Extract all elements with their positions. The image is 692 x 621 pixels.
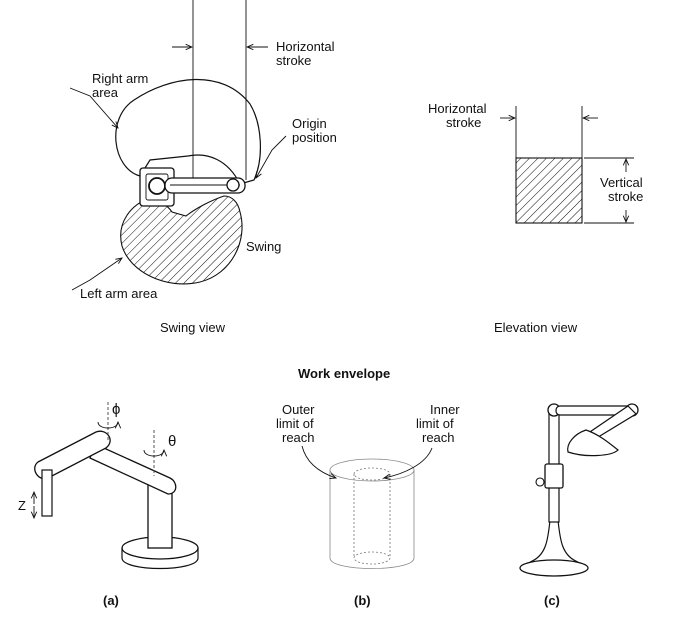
outer-cylinder-top <box>329 458 415 482</box>
h-stroke-label-line1: Horizontal <box>276 39 335 54</box>
swing-view-caption: Swing view <box>160 320 226 335</box>
robot-a-base-side <box>121 548 199 570</box>
elevation-view: Horizontal stroke Vertical stroke Elevat… <box>428 101 643 335</box>
swing-view: Horizontal stroke Right arm area Origin … <box>69 0 337 335</box>
right-arm-label-line1: Right arm <box>92 71 148 86</box>
robot-a-arm1 <box>34 430 111 480</box>
v-stroke-label-line1: Vertical <box>600 175 643 190</box>
arm-tip-joint <box>226 178 240 192</box>
robot-a-phi-rotation <box>97 422 118 429</box>
caption-b: (b) <box>354 593 371 608</box>
inner-limit-label-line1: Inner <box>430 402 460 417</box>
robot-a-theta-rotation <box>143 450 164 457</box>
elev-h-stroke-label-line1: Horizontal <box>428 101 487 116</box>
caption-a: (a) <box>103 593 119 608</box>
elev-h-stroke-label-line2: stroke <box>446 115 481 130</box>
inner-cylinder-bottom <box>353 551 391 565</box>
left-arm-area-region <box>120 195 243 285</box>
origin-label-line1: Origin <box>292 116 327 131</box>
elevation-work-area <box>515 157 583 224</box>
origin-leader <box>256 135 287 178</box>
right-arm-label-line2: area <box>92 85 119 100</box>
right-arm-area-region <box>115 78 261 185</box>
robot-c-tool <box>567 429 619 457</box>
robot-a: ϕ θ Z (a) <box>18 401 199 608</box>
robot-a-z-label: Z <box>18 498 26 513</box>
robot-arm-link <box>164 177 246 194</box>
robot-c-collar <box>544 463 564 489</box>
outer-limit-label-line3: reach <box>282 430 315 445</box>
robot-a-arm2 <box>89 443 177 495</box>
elevation-view-caption: Elevation view <box>494 320 578 335</box>
robot-a-phi-label: ϕ <box>112 401 120 418</box>
left-arm-label: Left arm area <box>80 286 158 301</box>
robot-a-tool-shaft <box>41 469 53 517</box>
outer-cylinder-bottom <box>329 557 415 569</box>
robot-a-theta-label: θ <box>168 433 176 450</box>
swing-label: Swing <box>246 239 281 254</box>
outer-limit-label-line1: Outer <box>282 402 315 417</box>
robot-c-knob <box>535 477 545 487</box>
v-stroke-label-line2: stroke <box>608 189 643 204</box>
section-title: Work envelope <box>298 366 390 381</box>
inner-limit-leader <box>384 447 433 478</box>
right-arm-leader <box>69 87 118 128</box>
robot-c-base <box>519 559 589 577</box>
outer-limit-label-line2: limit of <box>276 416 314 431</box>
base-joint-circle <box>148 177 166 195</box>
h-stroke-label-line2: stroke <box>276 53 311 68</box>
inner-limit-label-line2: limit of <box>416 416 454 431</box>
inner-limit-label-line3: reach <box>422 430 455 445</box>
left-arm-leader <box>71 258 122 291</box>
robot-c: (c) <box>519 403 639 608</box>
outer-limit-leader <box>301 445 336 478</box>
cylinder-b: Outer limit of reach Inner limit of reac… <box>276 402 460 608</box>
caption-c: (c) <box>544 593 560 608</box>
robot-c-base-flare <box>529 519 579 563</box>
origin-label-line2: position <box>292 130 337 145</box>
